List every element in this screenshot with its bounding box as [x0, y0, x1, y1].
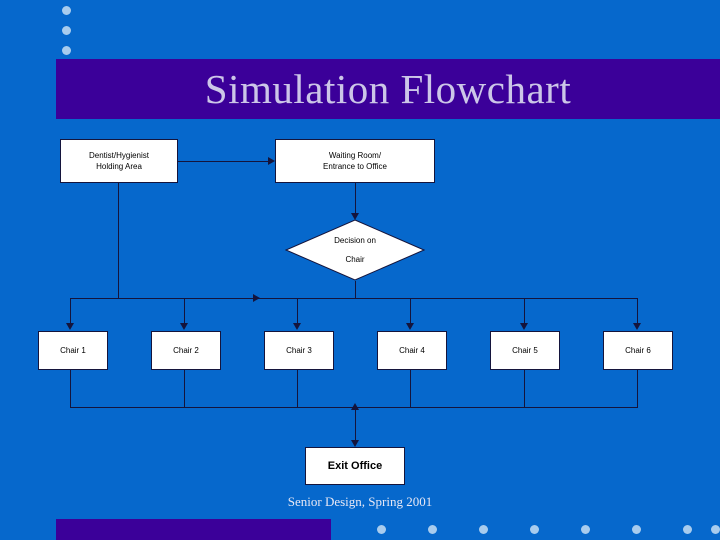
node-decision-line2: Chair — [345, 255, 365, 264]
arrow-down-icon — [406, 323, 414, 330]
connector-chair-2-to-bus — [184, 370, 185, 408]
node-holding-area[interactable]: Dentist/Hygienist Holding Area — [60, 139, 178, 183]
connector-bus-to-chair-5 — [524, 298, 525, 324]
connector-bus-to-exit — [355, 407, 356, 445]
node-chair-4-label: Chair 4 — [399, 346, 425, 355]
connector-holding-to-waiting — [178, 161, 268, 162]
decor-dot-icon — [530, 525, 539, 534]
connector-waiting-to-decision — [355, 183, 356, 216]
connector-holding-to-bus — [118, 183, 119, 299]
decor-dot-icon — [683, 525, 692, 534]
arrow-down-icon — [180, 323, 188, 330]
node-chair-6[interactable]: Chair 6 — [603, 331, 673, 370]
connector-bus-to-chair-3 — [297, 298, 298, 324]
node-chair-5[interactable]: Chair 5 — [490, 331, 560, 370]
node-waiting-room-line2: Entrance to Office — [323, 162, 387, 171]
arrow-up-icon — [351, 403, 359, 410]
page-title: Simulation Flowchart — [204, 66, 572, 112]
arrow-down-icon — [520, 323, 528, 330]
node-chair-4[interactable]: Chair 4 — [377, 331, 447, 370]
connector-chair-4-to-bus — [410, 370, 411, 408]
arrow-down-icon — [66, 323, 74, 330]
bottom-accent-bar — [56, 519, 331, 540]
node-chair-6-label: Chair 6 — [625, 346, 651, 355]
decor-dot-icon — [479, 525, 488, 534]
node-chair-2-label: Chair 2 — [173, 346, 199, 355]
title-band — [56, 59, 720, 119]
arrow-down-icon — [293, 323, 301, 330]
node-waiting-room[interactable]: Waiting Room/ Entrance to Office — [275, 139, 435, 183]
node-decision-line1: Decision on — [334, 236, 376, 245]
node-chair-3[interactable]: Chair 3 — [264, 331, 334, 370]
diamond-icon — [285, 219, 425, 281]
decor-dot-icon — [377, 525, 386, 534]
connector-bus-to-chair-2 — [184, 298, 185, 324]
arrow-right-icon — [253, 294, 260, 302]
connector-chair-3-to-bus — [297, 370, 298, 408]
node-exit-office-label: Exit Office — [327, 459, 383, 472]
decor-dot-icon — [581, 525, 590, 534]
node-exit-office[interactable]: Exit Office — [305, 447, 405, 485]
decor-dot-icon — [62, 46, 71, 55]
node-chair-5-label: Chair 5 — [512, 346, 538, 355]
connector-bus-to-chair-1 — [70, 298, 71, 324]
connector-bus-to-chair-4 — [410, 298, 411, 324]
decor-dot-icon — [428, 525, 437, 534]
decor-dot-icon — [62, 26, 71, 35]
node-chair-1[interactable]: Chair 1 — [38, 331, 108, 370]
connector-decision-to-bus — [355, 281, 356, 299]
arrow-right-icon — [268, 157, 275, 165]
arrow-down-icon — [351, 440, 359, 447]
distribution-bus — [70, 298, 638, 299]
node-waiting-room-line1: Waiting Room/ — [328, 151, 382, 160]
node-chair-2[interactable]: Chair 2 — [151, 331, 221, 370]
arrow-down-icon — [633, 323, 641, 330]
connector-chair-1-to-bus — [70, 370, 71, 408]
node-chair-3-label: Chair 3 — [286, 346, 312, 355]
decor-dot-icon — [711, 525, 720, 534]
arrow-down-icon — [351, 213, 359, 220]
node-holding-area-line2: Holding Area — [96, 162, 142, 171]
node-decision-chair[interactable] — [285, 219, 425, 281]
node-holding-area-line1: Dentist/Hygienist — [88, 151, 150, 160]
footer-text: Senior Design, Spring 2001 — [287, 494, 433, 509]
connector-chair-6-to-bus — [637, 370, 638, 408]
decor-dot-icon — [62, 6, 71, 15]
connector-bus-to-chair-6 — [637, 298, 638, 324]
connector-chair-5-to-bus — [524, 370, 525, 408]
node-chair-1-label: Chair 1 — [60, 346, 86, 355]
decor-dot-icon — [632, 525, 641, 534]
